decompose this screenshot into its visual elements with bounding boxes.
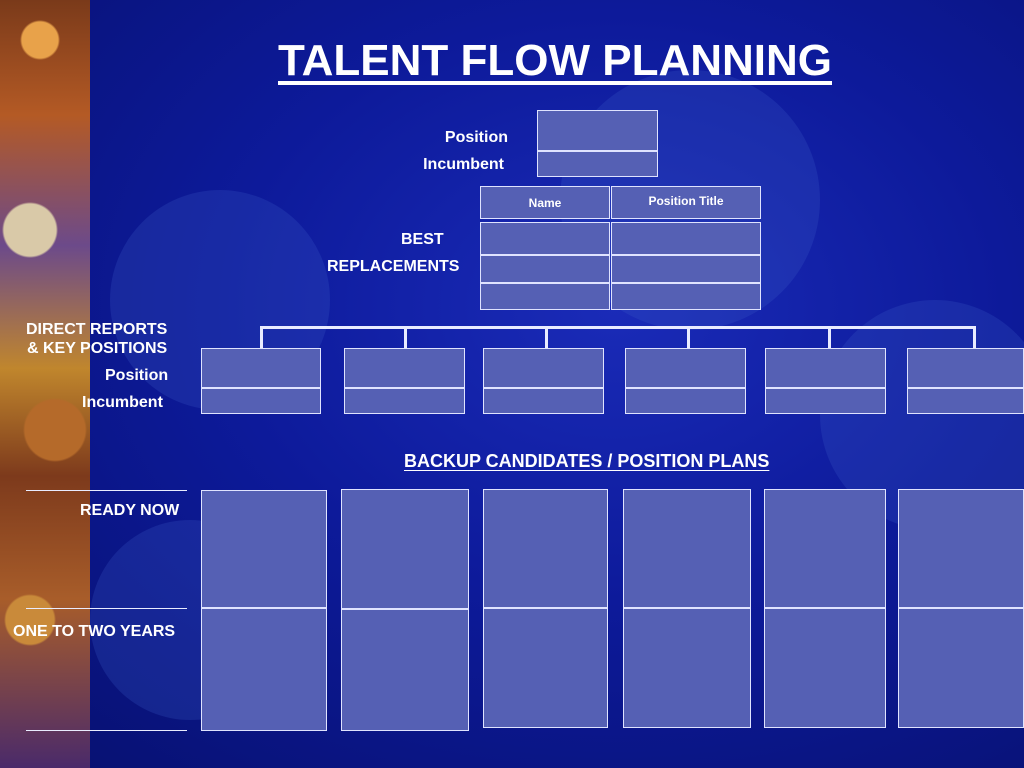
backup-6-ready-now-box — [898, 489, 1024, 608]
backup-2-ready-now-box — [341, 489, 469, 609]
direct-report-5-position-box — [765, 348, 886, 388]
direct-reports-label-line2: & KEY POSITIONS — [27, 340, 168, 357]
direct-report-3-incumbent-box — [483, 388, 604, 414]
replacement-row-1-name-cell — [480, 222, 610, 255]
ready-now-top-rule — [26, 490, 187, 491]
connector-drop-6 — [973, 326, 976, 348]
name-column-header: Name — [480, 186, 610, 219]
backup-1-ready-now-box — [201, 490, 327, 608]
backup-2-one-to-two-years-box — [341, 609, 469, 731]
top-incumbent-box — [537, 151, 658, 177]
replacement-row-3-title-cell — [611, 283, 761, 310]
backup-4-ready-now-box — [623, 489, 751, 608]
replacement-row-1-title-cell — [611, 222, 761, 255]
ready-now-label: READY NOW — [80, 502, 180, 519]
one-to-two-years-top-rule — [26, 608, 187, 609]
direct-report-3-position-box — [483, 348, 604, 388]
replacement-row-2-title-cell — [611, 255, 761, 283]
direct-report-2-position-box — [344, 348, 465, 388]
direct-report-5-incumbent-box — [765, 388, 886, 414]
backup-5-ready-now-box — [764, 489, 886, 608]
connector-drop-1 — [260, 326, 263, 348]
backup-3-one-to-two-years-box — [483, 608, 608, 728]
direct-report-1-position-box — [201, 348, 321, 388]
backup-candidates-subtitle: BACKUP CANDIDATES / POSITION PLANS — [404, 451, 770, 471]
connector-drop-4 — [687, 326, 690, 348]
one-to-two-years-bottom-rule — [26, 730, 187, 731]
connector-horizontal — [260, 326, 976, 329]
one-to-two-years-label: ONE TO TWO YEARS — [13, 623, 176, 640]
decorative-side-strip — [0, 0, 90, 768]
best-replacements-label-line1: BEST — [401, 231, 444, 248]
direct-report-6-incumbent-box — [907, 388, 1024, 414]
backup-6-one-to-two-years-box — [898, 608, 1024, 728]
connector-drop-5 — [828, 326, 831, 348]
position-title-column-header: Position Title — [611, 186, 761, 219]
direct-report-4-position-box — [625, 348, 746, 388]
direct-report-6-position-box — [907, 348, 1024, 388]
direct-report-1-incumbent-box — [201, 388, 321, 414]
best-replacements-label-line2: REPLACEMENTS — [327, 258, 460, 275]
direct-reports-position-label: Position — [105, 367, 169, 384]
connector-drop-3 — [545, 326, 548, 348]
backup-5-one-to-two-years-box — [764, 608, 886, 728]
top-position-label: Position — [444, 129, 508, 146]
replacement-row-3-name-cell — [480, 283, 610, 310]
connector-drop-2 — [404, 326, 407, 348]
replacement-row-2-name-cell — [480, 255, 610, 283]
backup-4-one-to-two-years-box — [623, 608, 751, 728]
backup-3-ready-now-box — [483, 489, 608, 608]
direct-reports-incumbent-label: Incumbent — [82, 394, 163, 411]
backup-1-one-to-two-years-box — [201, 608, 327, 731]
top-incumbent-label: Incumbent — [423, 156, 504, 173]
direct-report-2-incumbent-box — [344, 388, 465, 414]
direct-reports-label-line1: DIRECT REPORTS — [26, 321, 168, 338]
direct-report-4-incumbent-box — [625, 388, 746, 414]
slide-title: TALENT FLOW PLANNING — [278, 36, 832, 85]
top-position-box — [537, 110, 658, 151]
